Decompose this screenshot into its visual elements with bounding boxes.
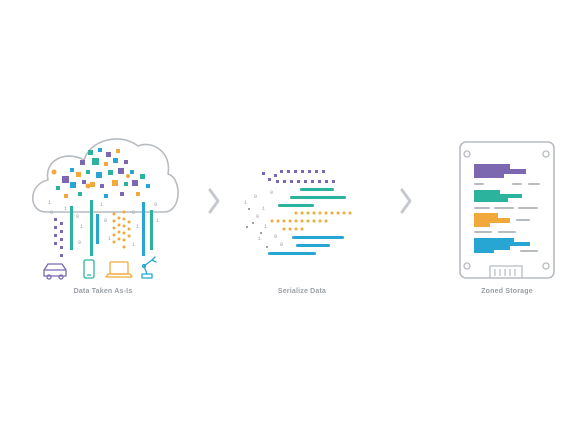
serialize-scatter-pixels bbox=[246, 208, 268, 248]
svg-text:1: 1 bbox=[136, 224, 139, 230]
cloud-data-pixels bbox=[51, 148, 150, 198]
chevron-right-icon bbox=[208, 188, 220, 214]
svg-text:0: 0 bbox=[132, 210, 135, 216]
svg-text:0: 0 bbox=[280, 242, 283, 248]
svg-text:1: 1 bbox=[244, 200, 247, 206]
zone-blue bbox=[474, 238, 514, 242]
stage-caption-zoned-storage: Zoned Storage bbox=[481, 288, 533, 295]
svg-text:1: 1 bbox=[132, 242, 135, 248]
ssd-drive-icon bbox=[459, 141, 555, 279]
cloud-data-streams bbox=[54, 200, 153, 257]
car-icon bbox=[43, 263, 67, 280]
zone-purple bbox=[474, 164, 510, 169]
svg-text:1: 1 bbox=[108, 236, 111, 242]
zone-orange bbox=[474, 213, 498, 218]
svg-text:0: 0 bbox=[104, 218, 107, 224]
stage-caption-data-taken-as-is: Data Taken As-Is bbox=[73, 288, 133, 295]
svg-text:1: 1 bbox=[64, 206, 67, 212]
storage-zones bbox=[474, 164, 540, 253]
svg-text:1: 1 bbox=[264, 224, 267, 230]
svg-text:0: 0 bbox=[256, 214, 259, 220]
svg-text:0: 0 bbox=[50, 210, 53, 216]
cloud-icon bbox=[32, 138, 179, 213]
svg-text:1: 1 bbox=[100, 202, 103, 208]
svg-text:0: 0 bbox=[274, 234, 277, 240]
svg-text:1: 1 bbox=[262, 206, 265, 212]
svg-text:0: 0 bbox=[78, 240, 81, 246]
svg-text:0: 0 bbox=[76, 214, 79, 220]
zone-teal bbox=[474, 190, 500, 194]
serialize-binary-digits: 1 0 1 0 0 1 0 1 0 bbox=[244, 190, 283, 248]
cloud-binary-digits: 1 0 1 0 1 1 0 1 0 1 0 1 0 1 bbox=[48, 200, 159, 248]
laptop-icon bbox=[105, 261, 133, 278]
robot-arm-icon bbox=[141, 256, 157, 279]
svg-text:1: 1 bbox=[48, 200, 51, 206]
svg-text:1: 1 bbox=[80, 224, 83, 230]
svg-text:1: 1 bbox=[258, 236, 261, 242]
svg-text:0: 0 bbox=[254, 194, 257, 200]
svg-text:0: 0 bbox=[270, 190, 273, 196]
svg-text:1: 1 bbox=[156, 218, 159, 224]
svg-text:0: 0 bbox=[154, 202, 157, 208]
stage-caption-serialize-data: Serialize Data bbox=[277, 288, 327, 295]
phone-icon bbox=[83, 259, 95, 279]
serialize-data-graphic bbox=[262, 170, 352, 255]
chevron-right-icon bbox=[400, 188, 412, 214]
